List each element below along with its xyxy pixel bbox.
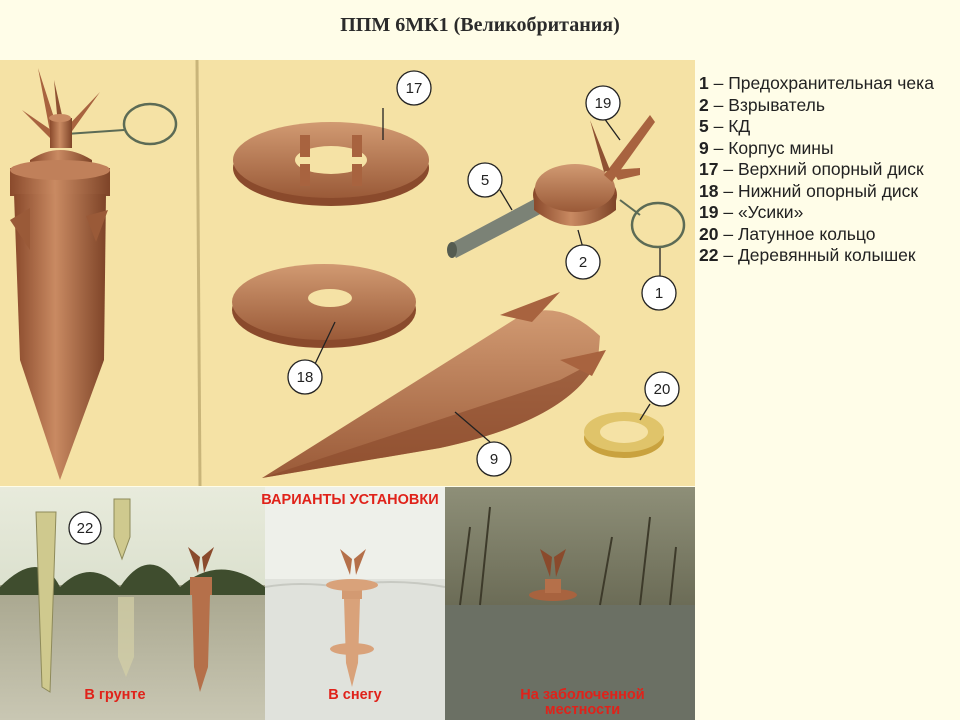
caption-snow: В снегу [328,687,382,703]
variants-drawing: 22 [0,487,695,720]
legend-text: – Предохранительная чека [713,73,934,93]
svg-text:5: 5 [481,172,489,189]
legend-text: – Взрыватель [713,94,825,115]
svg-text:19: 19 [595,95,612,112]
legend-text: – «Усики» [723,202,804,222]
legend-text: – КД [713,116,751,136]
divider-line [195,60,202,486]
callout-19: 19 [585,85,621,141]
callout-9: 9 [454,411,512,477]
legend-item: 9 – Корпус мины [699,138,954,160]
legend-number: 1 [699,73,709,93]
upper-support-disc [233,122,429,206]
caption-swamp: На заболоченной местности [520,687,645,718]
brass-ring [584,412,664,458]
mine-drawing: 17 19 5 2 1 18 20 [10,60,686,486]
legend-item: 20 – Латунное кольцо [699,224,954,246]
svg-text:22: 22 [77,520,94,537]
caption-ground: В грунте [84,687,146,703]
legend-item: 5 – КД [699,116,954,138]
legend-number: 17 [699,159,719,179]
legend-number: 18 [699,180,719,201]
legend-number: 9 [699,137,709,158]
legend-item: 18 – Нижний опорный диск [699,181,954,203]
panel-swamp [445,487,695,720]
assembled-mine [10,68,178,480]
installation-variants: 22 [0,487,695,720]
panel-ground: 22 [0,487,265,720]
legend-item: 17 – Верхний опорный диск [699,159,954,181]
legend-text: – Нижний опорный диск [723,180,919,201]
legend-text: – Корпус мины [713,137,834,158]
fuze-assembly [447,115,686,258]
legend-number: 19 [699,202,719,222]
callout-17: 17 [382,70,432,140]
callout-5: 5 [467,162,513,211]
legend-item: 22 – Деревянный колышек [699,245,954,267]
callout-18: 18 [287,321,336,395]
legend-text: – Латунное кольцо [723,223,876,244]
legend-text: – Деревянный колышек [723,245,916,265]
lower-support-disc [232,264,416,348]
legend-item: 19 – «Усики» [699,202,954,224]
page-title: ППМ 6МК1 (Великобритания) [340,14,620,36]
svg-text:9: 9 [490,451,498,468]
svg-text:18: 18 [297,369,314,386]
legend-number: 2 [699,94,709,115]
mine-body [262,292,606,478]
callout-1: 1 [641,248,677,311]
legend-item: 1 – Предохранительная чека [699,73,954,95]
callout-2: 2 [565,229,601,280]
legend-text: – Верхний опорный диск [723,159,924,179]
legend-number: 5 [699,116,709,136]
svg-text:20: 20 [654,381,671,398]
legend-number: 20 [699,223,719,244]
mine-illustration: 17 19 5 2 1 18 20 [0,60,695,486]
legend-number: 22 [699,245,719,265]
svg-text:17: 17 [406,80,423,97]
svg-text:2: 2 [579,254,587,271]
callout-20: 20 [639,371,680,421]
variants-title: ВАРИАНТЫ УСТАНОВКИ [261,492,439,508]
panel-snow [264,487,446,720]
legend-item: 2 – Взрыватель [699,95,954,117]
callout-22 [68,511,102,545]
svg-text:1: 1 [655,285,663,302]
